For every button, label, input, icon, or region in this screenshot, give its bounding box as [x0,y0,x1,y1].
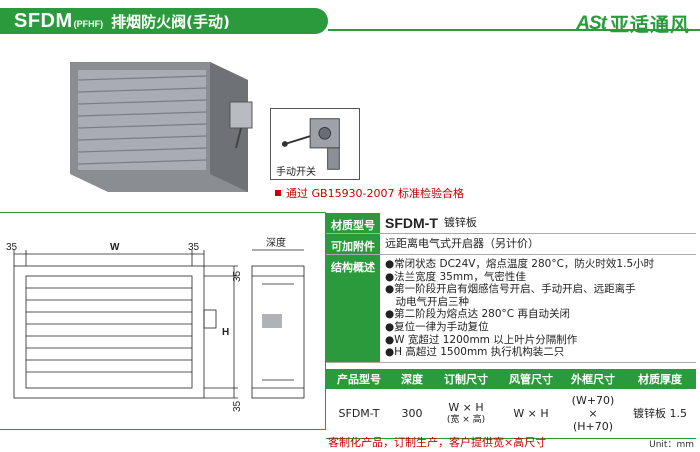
inset-caption: 手动开关 [276,167,316,178]
list-item: ●复位一律为手动复位 [385,320,489,333]
material-type: 镀锌板 [443,216,477,229]
list-item: 动电气开启三种 [385,295,469,308]
drawing-margin-top: 35 [232,270,243,282]
unit-label: Unit：mm [649,440,694,450]
cell-thickness: 镀锌板 1.5 [633,407,687,420]
brand-name: 亚适通风 [609,14,690,36]
spec-row-material: 材质型号 SFDM-T 镀锌板 [326,213,696,234]
column-header: 材质厚度 [638,373,682,386]
structure-value: ●常闭状态 DC24V，熔点温度 280°C，防火时效1.5小时 ●法兰宽度 3… [380,255,659,362]
bullet-square-icon [275,190,281,196]
drawing-width-label: W [110,242,120,253]
frame-width: (W+70) [571,394,615,407]
list-item: ●常闭状态 DC24V，熔点温度 280°C，防火时效1.5小时 [385,258,655,270]
header-divider [328,29,700,31]
product-model: SFDM [14,9,73,32]
drawing-depth-label: 深度 [266,236,286,249]
column-header: 产品型号 [337,373,381,386]
list-item: ●H 高超过 1500mm 执行机构装二只 [385,346,565,359]
structure-label: 结构概述 [326,255,380,362]
list-item: ●W 宽超过 1200mm 以上叶片分隔制作 [385,333,578,346]
frame-height: (H+70) [572,420,614,433]
column-header: 外框尺寸 [571,373,615,386]
drawing-height-label: H [222,327,229,338]
list-item: ●法兰宽度 35mm，气密性佳 [385,270,526,283]
custom-order-note: 客制化产品，订制生产，客户提供宽×高尺寸 [328,436,547,449]
spec-row-structure: 结构概述 ●常闭状态 DC24V，熔点温度 280°C，防火时效1.5小时 ●法… [326,255,696,363]
table-row: SFDM-T 300 W × H (宽 × 高) W × H (W+70) × … [326,389,696,439]
cell-model: SFDM-T [338,407,380,420]
certification-text: 通过 GB15930-2007 标准检验合格 [286,187,465,200]
material-label: 材质型号 [326,213,380,233]
cell-custom-size: W × H (宽 × 高) [432,401,500,427]
drawing-margin-left: 35 [6,242,18,253]
manual-switch-inset-image [270,108,360,180]
accessory-value: 远距离电气式开启器（另计价） [385,237,539,250]
structure-list: ●常闭状态 DC24V，熔点温度 280°C，防火时效1.5小时 ●法兰宽度 3… [385,258,654,359]
list-item: ●第二阶段为熔点达 280°C 再自动关闭 [385,308,570,321]
brand-logo: ASt 亚适通风 [576,10,690,37]
cell-duct-size: W × H [513,407,549,420]
product-model-sub: (PFHF) [73,19,104,29]
model-code: SFDM-T [385,215,438,231]
material-value: SFDM-T 镀锌板 [380,213,482,233]
custom-size-value: W × H [448,400,484,414]
title-bar: SFDM (PFHF) 排烟防火阀(手动) [0,8,328,34]
product-name: 排烟防火阀(手动) [111,12,230,31]
column-header: 深度 [401,373,423,386]
frame-times: × [588,407,598,420]
technical-drawing: 35 W 35 H 35 35 深度 [6,236,305,412]
custom-size-note: (宽 × 高) [446,414,486,425]
accessory-label: 可加附件 [326,234,380,254]
spec-table: 材质型号 SFDM-T 镀锌板 可加附件 远距离电气式开启器（另计价） 结构概述… [326,213,696,439]
spec-row-accessory: 可加附件 远距离电气式开启器（另计价） [326,234,696,255]
damper-product-image [70,62,253,192]
certification-note: 通过 GB15930-2007 标准检验合格 [275,185,464,201]
dims-table-header: 产品型号 深度 订制尺寸 风管尺寸 外框尺寸 材质厚度 [326,369,696,389]
brand-mark: ASt [576,12,607,34]
column-header: 风管尺寸 [509,373,553,386]
column-header: 订制尺寸 [444,373,488,386]
drawing-margin-right: 35 [188,242,200,253]
drawing-frame [0,212,326,430]
drawing-margin-bottom: 35 [232,400,243,412]
cell-depth: 300 [401,407,423,420]
list-item: ●第一阶段开启有烟感信号开启、手动开启、远距离手 [385,283,636,296]
cell-frame-size: (W+70) × (H+70) [562,394,624,433]
